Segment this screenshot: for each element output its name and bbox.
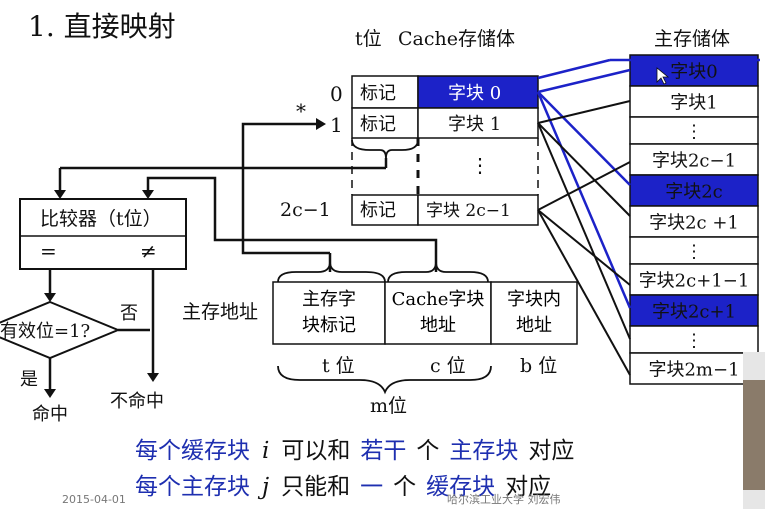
address-label: 主存地址 <box>182 301 258 323</box>
note-1-d: 若干 <box>360 438 406 464</box>
note-1-e: 个 <box>416 438 439 464</box>
cache-header: Cache存储体 <box>398 28 515 50</box>
main-memory-block <box>629 116 759 145</box>
address-field-cache-text: Cache字块地址 <box>391 289 485 336</box>
footer-org: 哈尔滨工业大学 刘宏伟 <box>447 492 561 506</box>
cache-row-index: 0 <box>330 82 343 106</box>
comparator-eq: = <box>40 239 57 263</box>
main-memory-block-label: 字块2m−1 <box>648 360 739 381</box>
bits-b: b 位 <box>520 355 557 377</box>
bits-total: m位 <box>370 395 407 417</box>
main-memory-block-label: ⋮ <box>685 331 703 352</box>
main-memory-block-label: ⋮ <box>685 242 703 263</box>
pointer-mark: * <box>296 99 306 123</box>
cache-tag-label: 标记 <box>360 114 396 135</box>
cache-tag-cell <box>351 75 419 109</box>
note-line-2: 每个主存块 j 只能和一个缓存块对应 <box>135 474 551 500</box>
cache-block-cell <box>417 75 539 109</box>
note-2-c: 只能和 <box>281 474 350 500</box>
cache-dots: ⋮ <box>470 153 490 177</box>
cache-row-index: 1 <box>330 113 343 137</box>
address-field-offset <box>490 281 578 345</box>
cache-block-label: 字块 1 <box>448 114 501 135</box>
cache-block-label: 字块 0 <box>448 83 501 104</box>
bits-t: t 位 <box>322 355 355 377</box>
main-memory-block <box>629 352 759 385</box>
main-memory-block-label: 字块1 <box>670 93 717 114</box>
main-memory-block <box>629 205 759 238</box>
cache-row-last: 标记 字块 2c−1 2c−1 <box>280 194 539 226</box>
main-memory-block <box>629 143 759 176</box>
cache-row-0: 标记 字块 0 0 <box>330 75 539 109</box>
note-line-1: 每个缓存块 i 可以和若干个主存块对应 <box>135 438 574 464</box>
decision-label: 有效位=1? <box>0 321 90 342</box>
video-overlay-figure <box>743 380 765 490</box>
note-2-a: 每个主存块 <box>135 474 250 500</box>
note-1-c: 可以和 <box>281 438 350 464</box>
cache-tag-label: 标记 <box>360 83 396 104</box>
main-memory-block <box>629 294 759 327</box>
main-memory-block-label: 字块2c−1 <box>652 151 736 172</box>
address-field-offset-text: 字块内地址 <box>507 289 561 336</box>
comparator-label: 比较器（t位） <box>40 208 162 230</box>
cache-tag-cell <box>351 107 419 139</box>
decision-yes: 是 <box>20 369 38 390</box>
note-1-b: i <box>262 438 269 464</box>
main-memory-block-label: 字块2c <box>665 182 723 203</box>
note-1-f: 主存块 <box>449 438 518 464</box>
main-memory-block-label: 字块2c+1−1 <box>639 271 750 292</box>
cache-block-label: 字块 2c−1 <box>426 201 511 221</box>
miss-label: 不命中 <box>110 391 164 412</box>
main-memory-block <box>629 236 759 265</box>
cache-row-index: 2c−1 <box>280 199 331 221</box>
address-field-tag-text: 主存字块标记 <box>302 289 356 336</box>
mouse-cursor-icon <box>656 67 670 85</box>
note-1-a: 每个缓存块 <box>135 438 250 464</box>
main-memory-column: 字块0 字块1 ⋮ 字块2c−1 字块2c 字块2c +1 ⋮ 字块2c+1−1 字块2c+1 ⋮… <box>629 54 759 385</box>
main-memory-block-label: 字块0 <box>670 62 717 83</box>
mapping-lines <box>536 58 760 376</box>
note-2-d: 一 <box>360 474 383 500</box>
comparator-neq: ≠ <box>140 239 157 263</box>
note-1-g: 对应 <box>528 438 574 464</box>
decision-no: 否 <box>120 303 138 324</box>
hit-label: 命中 <box>32 404 68 425</box>
comparator-box <box>19 198 187 270</box>
address-field-tag <box>272 281 386 345</box>
note-2-b: j <box>257 474 269 500</box>
cache-row-1: 标记 字块 1 1 <box>330 107 539 139</box>
main-memory-block-label: 字块2c+1 <box>652 302 736 323</box>
main-memory-block <box>629 325 759 354</box>
bits-c: c 位 <box>430 355 466 377</box>
main-memory-title: 主存储体 <box>654 28 730 50</box>
main-memory-block-label: 字块2c +1 <box>649 213 739 234</box>
main-memory-block-label: ⋮ <box>685 122 703 143</box>
note-2-e: 个 <box>393 474 416 500</box>
cache-tag-cell <box>351 194 419 226</box>
cache-tag-label: 标记 <box>360 200 396 221</box>
cache-t-bits-label: t位 <box>355 28 382 50</box>
main-memory-block <box>629 263 759 296</box>
footer-date: 2015-04-01 <box>62 493 126 506</box>
cache-block-cell <box>417 194 539 226</box>
note-2-g: 对应 <box>505 474 551 500</box>
note-2-f: 缓存块 <box>426 474 495 500</box>
page-title: 1. 直接映射 <box>28 10 176 43</box>
